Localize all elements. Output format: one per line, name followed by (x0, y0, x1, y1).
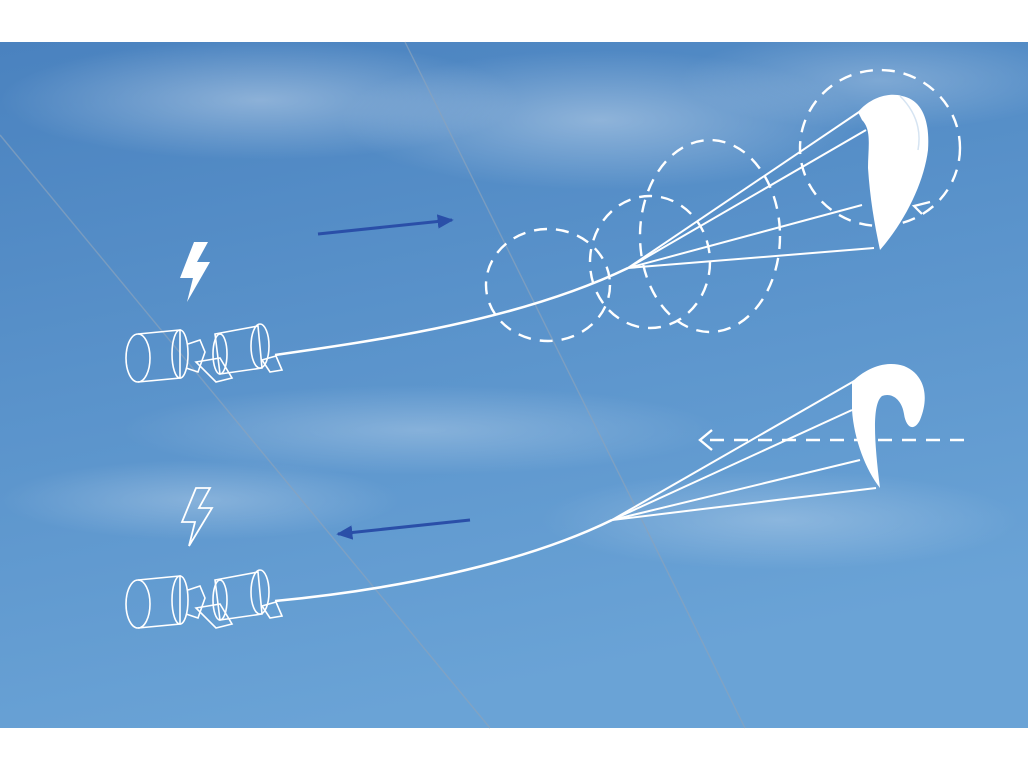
retraction-phase (125, 363, 964, 629)
ground-station-generator-top (125, 323, 284, 383)
motion-arrow-right (317, 214, 454, 236)
turn-arrow (911, 200, 931, 215)
ground-station-generator-bottom (125, 569, 284, 629)
motion-arrow-left (336, 518, 471, 540)
background-cables (0, 41, 746, 729)
kite-canopy-bottom (852, 363, 925, 488)
generation-phase (125, 68, 962, 383)
tether-top (274, 266, 629, 357)
bridle-lines-top (627, 109, 875, 269)
bridle-lines-bottom (611, 379, 877, 521)
dashed-arrow-left (698, 429, 964, 451)
tether-bottom (274, 518, 613, 603)
kite-canopy-top (858, 94, 929, 250)
lightning-outline-icon (180, 487, 214, 547)
lightning-filled-icon (180, 242, 210, 302)
clouds (0, 30, 1028, 570)
